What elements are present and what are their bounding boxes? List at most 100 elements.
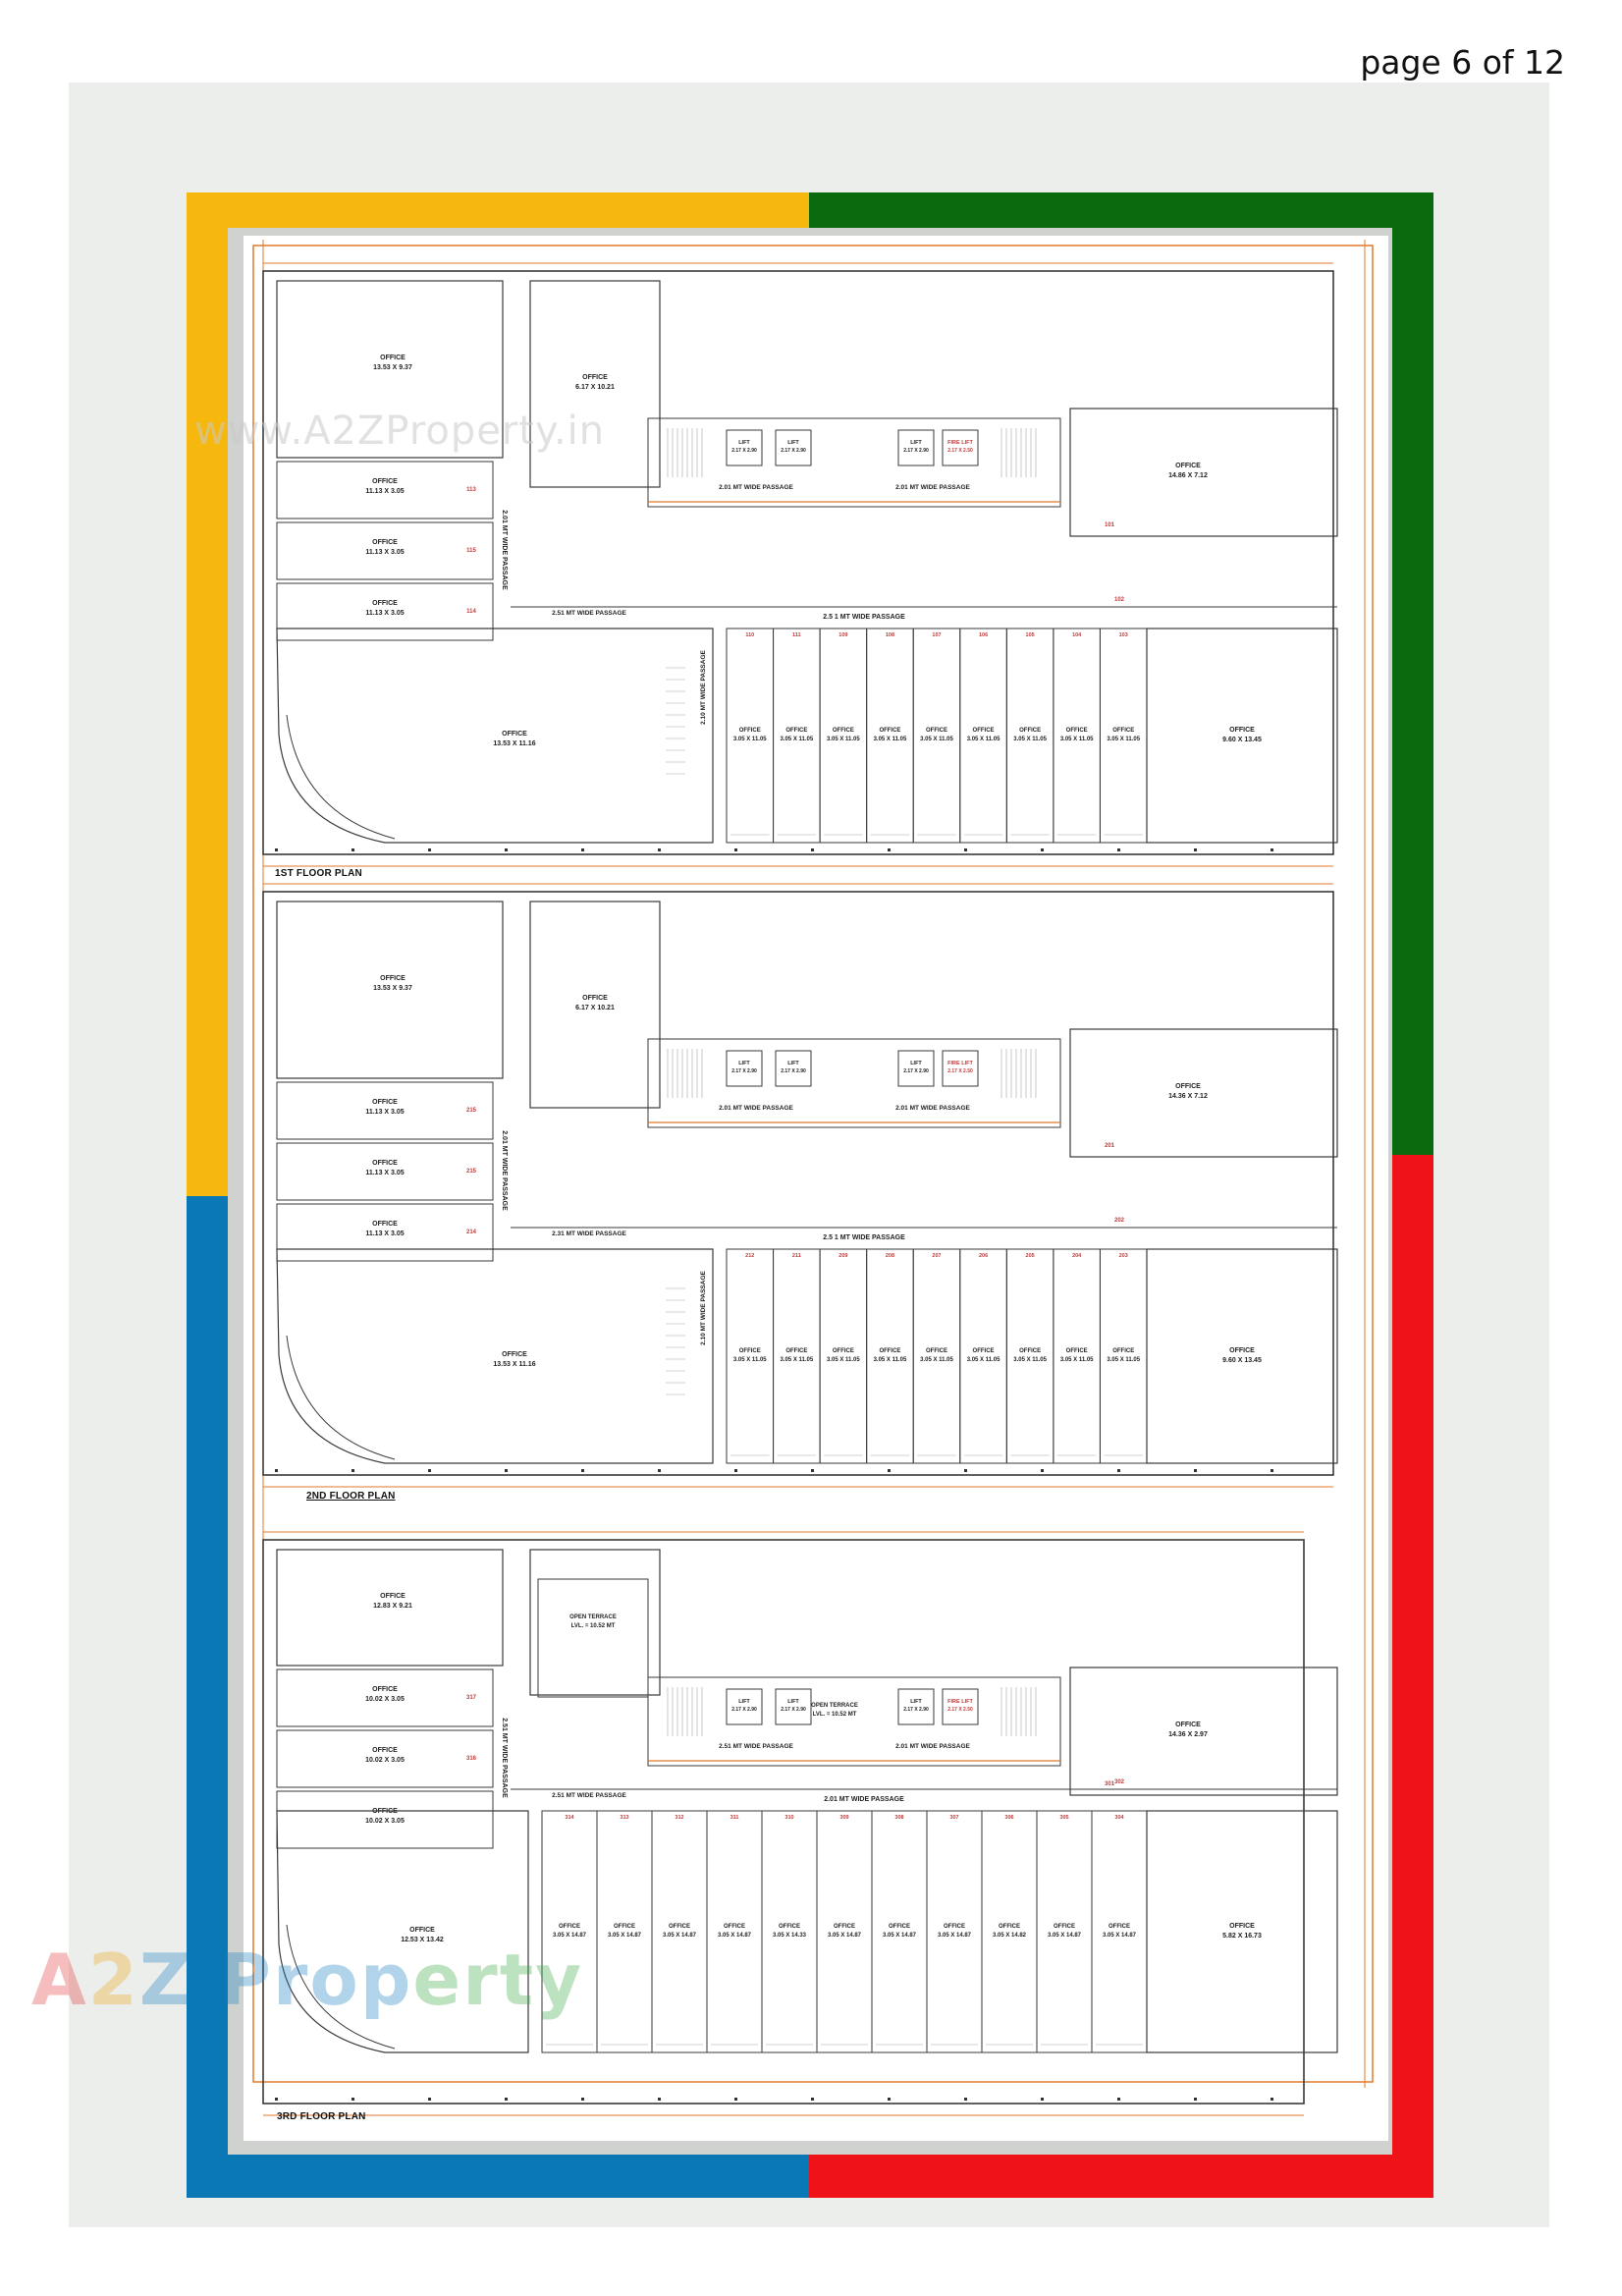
office-label: OFFICE [372,539,398,546]
office-number: 202 [1114,1218,1125,1224]
office-number: 111 [792,632,801,638]
column-marker [811,1469,814,1472]
passage-label: 2.51 MT WIDE PASSAGE [719,1743,793,1750]
office-label: OFFICE [502,731,527,738]
office-label: OFFICE [409,1927,435,1934]
office-number: 314 [565,1815,574,1821]
office-number: 311 [730,1815,739,1821]
office-room [1146,1248,1338,1464]
office-label: OFFICE [973,728,995,734]
office-number: 307 [949,1815,958,1821]
office-room [276,582,494,641]
office-label: OFFICE [1229,727,1255,734]
office-number: 103 [1119,632,1128,638]
column-marker [1271,2098,1273,2101]
lift-size: 2.17 X 2.90 [781,448,806,454]
column-marker [1194,2098,1197,2101]
column-marker [505,848,508,851]
office-size: 12.53 X 13.42 [401,1937,444,1943]
column-marker [1117,848,1120,851]
lift-size: 2.17 X 2.90 [731,448,757,454]
office-room [276,461,494,519]
row-office [726,1248,775,1464]
office-label: OFFICE [1175,1083,1201,1090]
core-outline [647,1038,1061,1128]
office-size: 3.05 X 11.05 [1107,737,1140,742]
office-size: 3.05 X 11.05 [780,1357,813,1363]
column-marker [811,848,814,851]
office-label: OFFICE [372,1686,398,1693]
column-marker [1117,1469,1120,1472]
lift-box [775,429,812,466]
office-label: OFFICE [559,1924,580,1930]
office-number: 102 [1114,597,1125,603]
lift-label: LIFT [910,1699,922,1705]
office-label: OFFICE [380,355,406,361]
page-number: page 6 of 12 [1360,43,1565,82]
office-label: OFFICE [926,728,947,734]
office-size: 13.53 X 11.16 [493,1361,535,1368]
office-size: 3.05 X 11.05 [920,737,953,742]
lift-size: 2.17 X 2.50 [947,448,973,454]
terrace-level: LVL. = 10.52 MT [813,1712,857,1718]
column-marker [428,1469,431,1472]
row-office [1036,1810,1093,2053]
floor-label-1st: 1ST FLOOR PLAN [275,868,362,879]
passage-label: 2.5 1 MT WIDE PASSAGE [823,1234,905,1241]
office-label: OFFICE [944,1924,965,1930]
office-label: OFFICE [879,1348,900,1354]
office-size: 3.05 X 11.05 [874,1357,907,1363]
curved-wall [286,1924,396,2050]
office-size: 3.05 X 14.87 [663,1933,697,1939]
sheet-orange-border [252,245,1374,2083]
office-label: OFFICE [582,374,608,381]
office-label: OFFICE [372,1221,398,1228]
row-office [816,1810,873,2053]
office-number: 106 [979,632,988,638]
office-label: OFFICE [582,995,608,1002]
office-room [1069,408,1338,537]
office-number: 211 [792,1253,801,1259]
lift-label: LIFT [787,1061,799,1066]
lift-size: 2.17 X 2.90 [903,1068,929,1074]
building-outline [262,1539,1305,2105]
office-label: OFFICE [1019,728,1041,734]
office-label: OFFICE [614,1924,635,1930]
watermark-logo: A2Z Property [31,1939,583,2021]
column-marker [888,848,891,851]
lift-size: 2.17 X 2.90 [781,1068,806,1074]
office-size: 13.53 X 11.16 [493,740,535,747]
office-room [1069,1667,1338,1796]
office-size: 3.05 X 11.05 [967,737,1000,742]
office-number: 305 [1059,1815,1068,1821]
office-room [1146,628,1338,844]
office-room [529,280,661,488]
lift-box [942,429,979,466]
watermark-logo-part: Z Prop [138,1939,413,2021]
row-office [981,1810,1038,2053]
office-room [276,1729,494,1788]
curved-wall [286,1335,396,1460]
floor-plan-sheet [243,236,1388,2141]
column-marker [275,1469,278,1472]
office-size: 3.05 X 14.87 [938,1933,972,1939]
office-size: 14.86 X 7.12 [1168,472,1208,479]
row-office [1091,1810,1148,2053]
office-number: 306 [1004,1815,1013,1821]
office-size: 3.05 X 11.05 [1060,1357,1094,1363]
passage-label: 2.01 MT WIDE PASSAGE [501,1130,508,1211]
office-room [276,1668,494,1727]
office-size: 3.05 X 14.87 [1048,1933,1082,1939]
passage-label: 2.01 MT WIDE PASSAGE [824,1796,904,1803]
office-room [276,1549,504,1667]
office-number: 104 [1072,632,1082,638]
floor-label-2nd: 2ND FLOOR PLAN [306,1491,396,1502]
office-label: OFFICE [889,1924,910,1930]
lift-box [726,429,763,466]
office-number: 312 [675,1815,683,1821]
terrace-label: OPEN TERRACE [569,1614,617,1620]
office-label: OFFICE [1112,1348,1134,1354]
office-size: 3.05 X 11.05 [1107,1357,1140,1363]
office-room [276,1248,714,1464]
